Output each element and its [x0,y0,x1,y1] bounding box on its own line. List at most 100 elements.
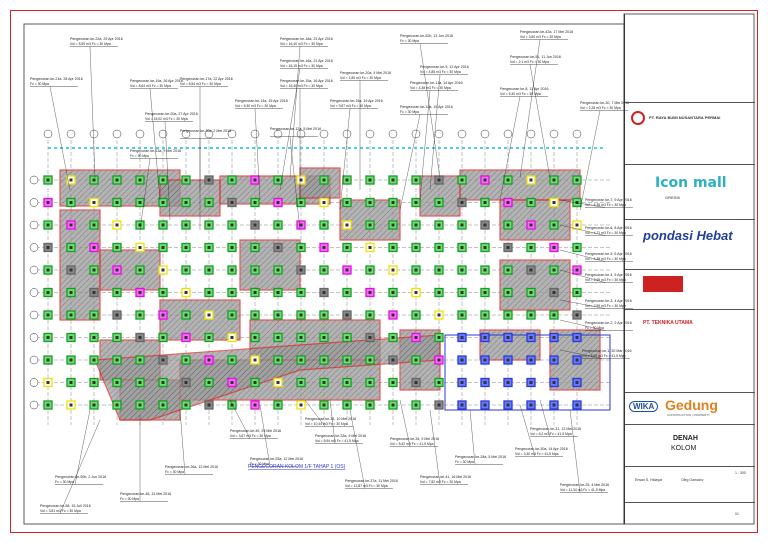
column-core [46,178,50,182]
grid-bubble-left [29,265,39,275]
column-core [368,381,372,384]
column-core [368,313,372,317]
column-core [437,358,441,362]
annotation-title: Pengecoran ke-1, 30 Mar 2016 [582,349,632,353]
grid-bubble-top [319,129,329,139]
annotation-value: Fc = 30 Mpa [130,154,149,158]
column-core [437,291,441,294]
column-core [253,268,257,272]
grid-bubble-top [43,129,53,139]
leader-line [329,399,336,444]
leader-line [164,121,171,221]
annotation-value: Vol = 15,40 m3 Fc = 30 Mpa [280,84,323,88]
column-core [322,403,326,407]
column-core [437,268,441,272]
annotation-title: Pengecoran ke-51, 11 Jun 2016 [510,55,561,59]
column-core [414,246,418,249]
annotation-value: Vol = 11,34 m3 Fc = 41,5 Mpa [560,488,605,492]
column-core [253,201,257,204]
annotation-top: Pengecoran ke-12a, 5 Mei 2016 [270,127,321,131]
leader-line [74,409,91,485]
annotation-title: Pengecoran ke-31, 13 Mei 2016 [530,427,581,431]
column-core [506,313,510,317]
column-core [506,403,510,407]
column-core [69,291,73,294]
annotation-title: Pengecoran ke-21a, 28 Apr 2016 [30,77,83,81]
column-core [92,358,96,362]
column-core [115,246,119,249]
column-core [184,313,188,317]
column-core [46,403,50,407]
column-core [575,313,579,317]
annotation-value: Vol = 2,1 m3 Fc = 30 Mpa [510,60,549,64]
column-core [276,223,280,227]
annotation-value: Vol = 8,64 m3 Fc = 30 Mpa [130,84,171,88]
column-core [207,223,211,227]
leader-line [559,199,606,208]
column-core [552,178,556,182]
column-core [575,358,579,362]
leader-line [399,114,421,211]
column-core [345,201,349,204]
column-core [391,403,395,407]
grid-bubble-top [342,129,352,139]
column-core [115,336,119,339]
column-core [207,291,211,294]
column-core [391,291,395,294]
leader-line [339,108,351,211]
column-core [299,201,303,204]
column-core [46,246,50,249]
drawing-title-section: DENAH KOLOM [625,424,755,466]
grid-bubble-top [204,129,214,139]
pour-zone [239,239,301,291]
leader-line [559,269,606,283]
grid-bubble-top [158,129,168,139]
column-core [69,246,73,249]
column-core [184,381,188,384]
column-core [276,201,280,204]
owner-section: PT. RAYA BUMI NUSANTARA PERMAI [625,102,755,132]
column-core [552,336,556,339]
column-core [368,336,372,339]
column-core [161,313,165,317]
leader-line [429,409,441,485]
leader-line [229,399,251,439]
column-core [299,223,303,227]
column-core [391,223,395,227]
subcontractor-section: PT. TEKNIKA UTAMA [625,309,755,339]
leader-line [399,399,411,447]
column-core [138,381,142,384]
contractor-section [625,269,755,299]
drawing-subtitle: KOLOM [671,445,697,452]
column-core [69,201,73,204]
annotation-value: Fc = 30 Mpa [120,497,139,501]
column-core [483,201,487,204]
column-core [322,381,326,384]
column-core [414,313,418,317]
column-core [184,358,188,362]
column-core [184,268,188,272]
column-core [368,201,372,204]
leader-line [254,108,261,201]
grid-bubble-left [29,310,39,320]
column-core [161,291,165,294]
title-block: PT. RAYA BUMI NUSANTARA PERMAI Icon mall… [624,14,755,524]
annotation-title: Pengecoran ke-50b, 2 Jun 2016 [55,475,106,479]
annotation-title: Pengecoran ke-12a, 5 Mei 2016 [270,127,321,131]
grid-bubble-top [250,129,260,139]
column-core [184,403,188,407]
column-core [115,313,119,317]
column-core [506,381,510,384]
column-core [92,336,96,339]
grid-bubble-left [29,175,39,185]
column-core [253,223,257,227]
